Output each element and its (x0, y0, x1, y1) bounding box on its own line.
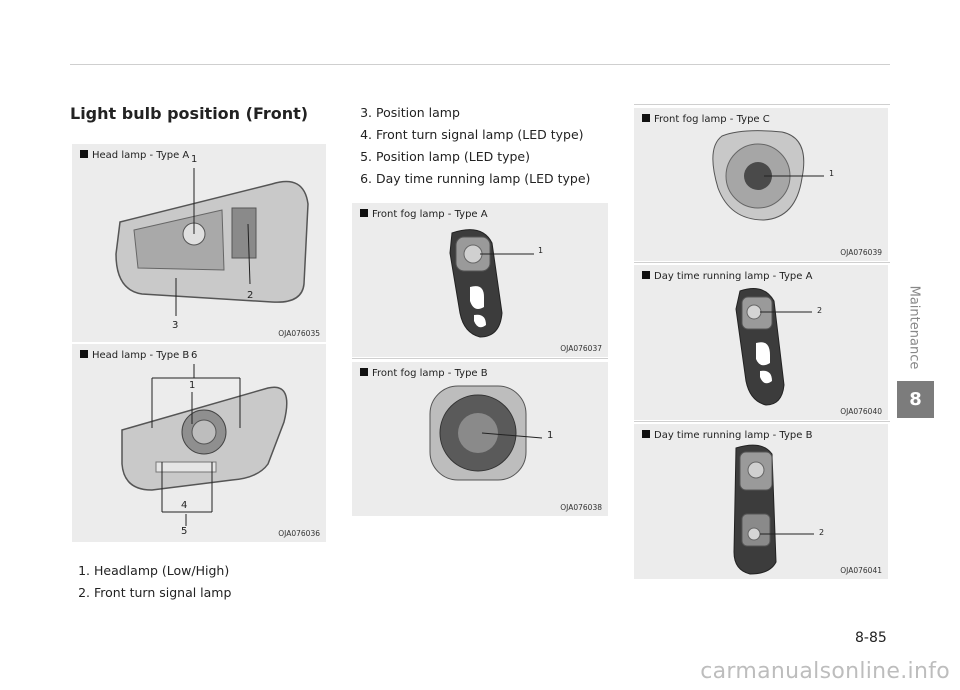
figure-divider (634, 262, 890, 263)
figure-code: OJA076037 (560, 344, 602, 353)
figure-fog-lamp-type-b: Front fog lamp - Type B 1 OJA076038 (352, 362, 608, 516)
fog-lamp-a-illustration (449, 229, 534, 338)
callout-3: 3 (172, 320, 179, 331)
fog-lamp-c-illustration (712, 130, 824, 221)
figure-label: Front fog lamp - Type B (360, 368, 488, 379)
bulb-list-left: 1.Headlamp (Low/High) 2.Front turn signa… (70, 560, 231, 604)
fog-lamp-b-illustration (429, 385, 543, 481)
callout-1: 1 (547, 430, 554, 441)
callout-1: 1 (829, 169, 835, 178)
list-item: 1.Headlamp (Low/High) (78, 563, 230, 578)
figure-code: OJA076040 (840, 407, 882, 416)
figure-label: Front fog lamp - Type A (360, 209, 488, 220)
figure-head-lamp-type-b: Head lamp - Type B 6 1 4 5 OJA076036 (72, 344, 326, 542)
section-title: Light bulb position (Front) (70, 104, 309, 123)
callout-1: 1 (191, 154, 198, 165)
watermark: carmanualsonline.info (700, 659, 950, 684)
callout-1: 1 (538, 246, 544, 255)
page-number: 8-85 (855, 630, 887, 646)
figure-code: OJA076041 (840, 566, 882, 575)
callout-6: 6 (191, 350, 198, 361)
chapter-tab: 8 (897, 381, 934, 418)
head-lamp-b-illustration (121, 364, 288, 526)
list-item: 2.Front turn signal lamp (78, 585, 232, 600)
figure-code: OJA076035 (278, 329, 320, 338)
callout-4: 4 (181, 500, 188, 511)
figure-divider (634, 421, 890, 422)
figure-head-lamp-type-a: Head lamp - Type A 1 2 3 OJA076035 (72, 144, 326, 342)
top-rule (70, 64, 890, 65)
bulb-list-mid: 3.Position lamp 4.Front turn signal lamp… (352, 102, 590, 190)
callout-2: 2 (817, 306, 823, 315)
figure-label: Day time running lamp - Type A (642, 271, 812, 282)
figure-label: Front fog lamp - Type C (642, 114, 770, 125)
head-lamp-a-illustration (115, 168, 309, 316)
list-item: 4.Front turn signal lamp (LED type) (360, 127, 584, 142)
figure-drl-type-a: Day time running lamp - Type A 2 OJA0760… (634, 265, 888, 420)
figure-label: Day time running lamp - Type B (642, 430, 812, 441)
list-item: 3.Position lamp (360, 105, 460, 120)
figure-divider (352, 358, 608, 359)
figure-drl-type-b: Day time running lamp - Type B 2 OJA0760… (634, 424, 888, 579)
figure-code: OJA076036 (278, 529, 320, 538)
figure-label: Head lamp - Type B (80, 350, 189, 361)
drl-a-illustration (735, 288, 812, 406)
figure-label: Head lamp - Type A (80, 150, 189, 161)
figure-divider (634, 104, 890, 105)
callout-5: 5 (181, 526, 188, 537)
figure-code: OJA076038 (560, 503, 602, 512)
figure-fog-lamp-type-c: Front fog lamp - Type C 1 OJA076039 (634, 108, 888, 261)
figure-code: OJA076039 (840, 248, 882, 257)
figure-fog-lamp-type-a: Front fog lamp - Type A 1 OJA076037 (352, 203, 608, 357)
sidebar-section-label: Maintenance (906, 285, 922, 370)
list-item: 6.Day time running lamp (LED type) (360, 171, 591, 186)
callout-1: 1 (189, 380, 196, 391)
drl-b-illustration (733, 444, 814, 575)
callout-2: 2 (819, 528, 825, 537)
list-item: 5.Position lamp (LED type) (360, 149, 530, 164)
callout-2: 2 (247, 290, 254, 301)
